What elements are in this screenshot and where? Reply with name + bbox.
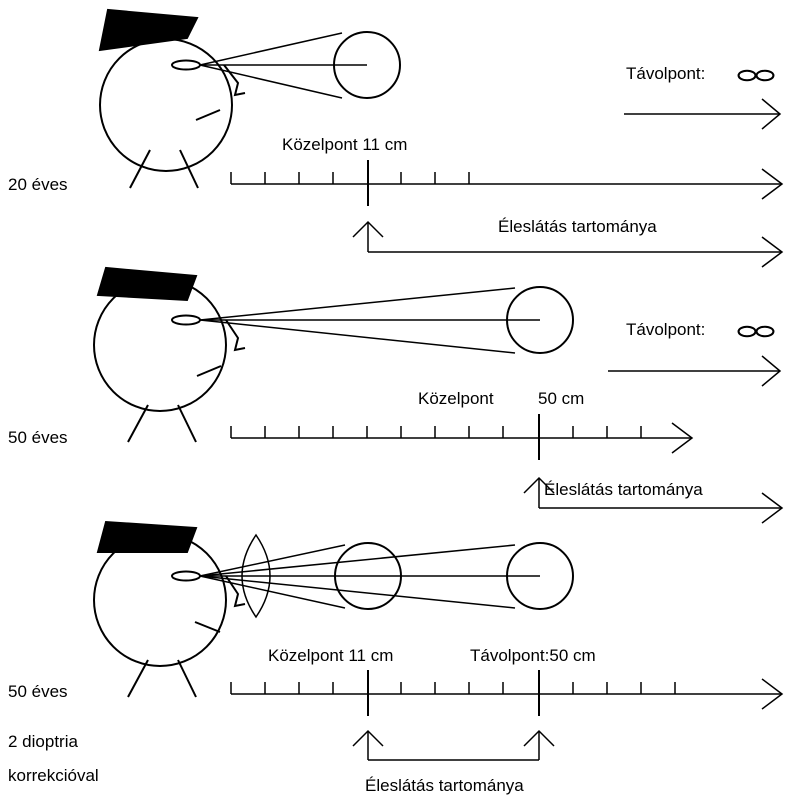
age-label: 50 éves [8,682,68,701]
panel-20-years: 20 éves Távolpont: Közelpont 11 cm Élesl… [8,8,784,268]
head-figure [93,520,246,698]
sharp-range-bracket [352,220,784,268]
far-arrow [624,98,782,130]
far-arrow [608,355,782,387]
correction-label-line2: korrekcióval [8,766,99,785]
sight-cone [199,286,574,354]
corrective-lens-icon [241,533,271,619]
distance-axis [230,414,694,460]
age-label: 20 éves [8,175,68,194]
infinity-icon [737,325,775,338]
distance-axis [230,670,784,716]
near-point-label: Közelpont 11 cm [282,135,407,154]
correction-label-line1: 2 dioptria [8,732,78,751]
near-point-label: Közelpont [418,389,494,408]
sharp-range-label: Éleslátás tartománya [365,776,524,795]
panel-50-years: 50 éves Távolpont: Közelpont 50 cm Élesl [8,266,784,524]
age-label: 50 éves [8,428,68,447]
far-point-label: Távolpont: [626,320,705,339]
infinity-icon [737,69,775,82]
sharp-range-bracket [352,729,555,761]
far-point-label: Távolpont: [626,64,705,83]
sharp-range-label: Éleslátás tartománya [498,217,657,236]
sight-cones [199,542,574,610]
head-figure [93,266,246,443]
head-figure [98,8,246,189]
near-point-label: Közelpont 11 cm [268,646,393,665]
panel-50-years-corrected: 50 éves 2 dioptria korrekcióval Közelpon… [8,520,784,795]
sharp-range-label: Éleslátás tartománya [544,480,703,499]
sight-cone [199,31,401,99]
near-point-value: 50 cm [538,389,584,408]
sharp-range-bracket [523,476,784,524]
distance-axis [230,160,784,206]
far-point-label: Távolpont:50 cm [470,646,596,665]
